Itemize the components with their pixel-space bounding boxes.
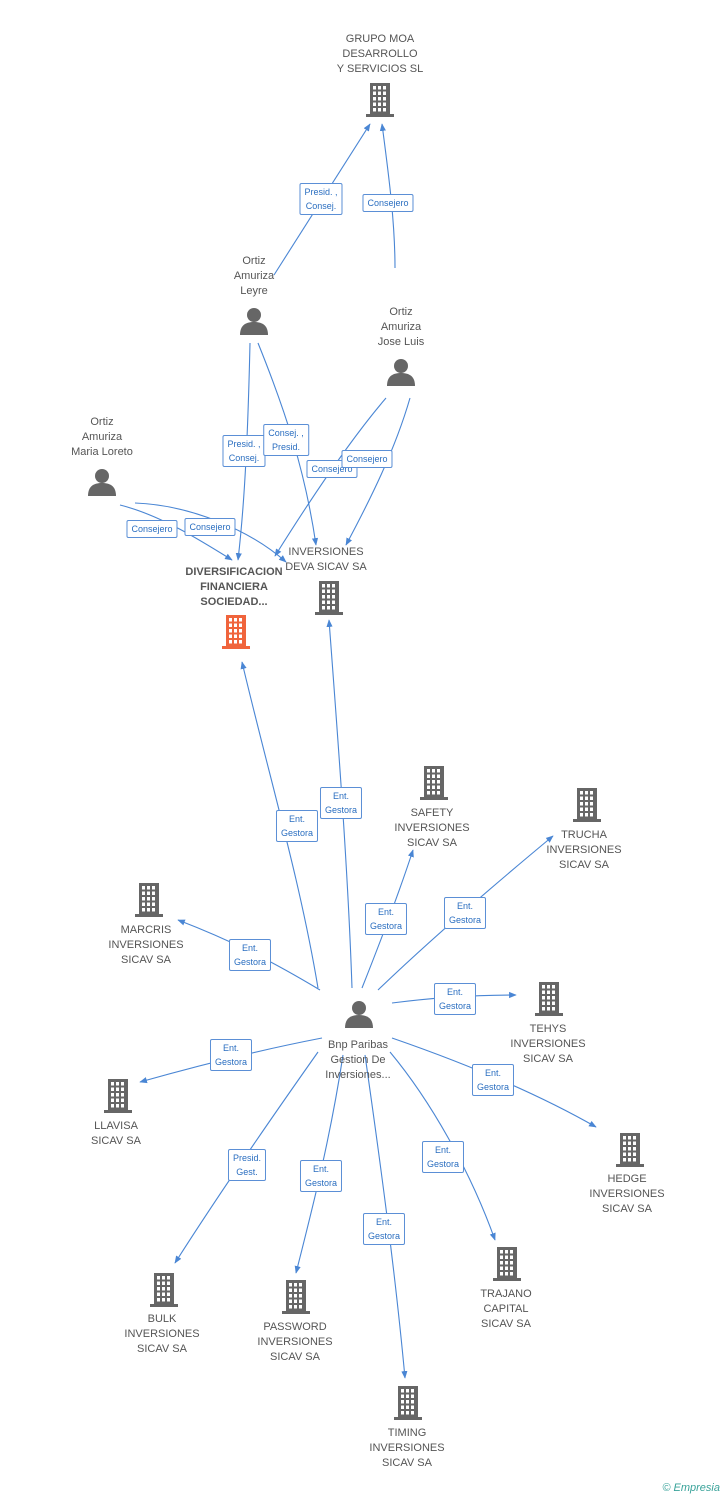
node-label-password[interactable]: PASSWORD INVERSIONES SICAV SA (257, 1321, 333, 1363)
building-icon (222, 615, 250, 649)
edge-label-bnp-tehys[interactable]: Ent. Gestora (433, 983, 477, 1015)
building-icon (420, 766, 448, 800)
building-icon (535, 982, 563, 1016)
node-hedge[interactable] (614, 1133, 646, 1172)
node-label-diversificacion[interactable]: DIVERSIFICACION FINANCIERA SOCIEDAD... (185, 566, 283, 608)
copyright-symbol: © (662, 1482, 671, 1494)
edge-label-leyre-grupo[interactable]: Presid. , Consej. (299, 183, 343, 215)
edge-label-loreto-deva[interactable]: Consejero (184, 518, 236, 536)
node-trucha[interactable] (571, 788, 603, 827)
node-label-llavisa[interactable]: LLAVISA SICAV SA (91, 1120, 141, 1147)
node-label-safety[interactable]: SAFETY INVERSIONES SICAV SA (394, 807, 470, 849)
building-icon (573, 788, 601, 822)
node-label-loreto[interactable]: Ortiz Amuriza Maria Loreto (71, 416, 133, 458)
node-label-trucha[interactable]: TRUCHA INVERSIONES SICAV SA (546, 829, 622, 871)
edge-label-loreto-diversificacion[interactable]: Consejero (126, 520, 178, 538)
edge-label-bnp-bulk[interactable]: Presid. Gest. (227, 1149, 267, 1181)
node-timing[interactable] (392, 1386, 424, 1425)
edge-label-bnp-marcris[interactable]: Ent. Gestora (228, 939, 272, 971)
building-icon (104, 1079, 132, 1113)
edge-label-joseluis-deva[interactable]: Consejero (341, 450, 393, 468)
edge-label-bnp-deva[interactable]: Ent. Gestora (319, 787, 363, 819)
node-label-bulk[interactable]: BULK INVERSIONES SICAV SA (124, 1313, 200, 1355)
node-label-timing[interactable]: TIMING INVERSIONES SICAV SA (369, 1427, 445, 1469)
node-joseluis[interactable] (386, 358, 416, 391)
edge-label-bnp-timing[interactable]: Ent. Gestora (362, 1213, 406, 1245)
node-label-grupo[interactable]: GRUPO MOA DESARROLLO Y SERVICIOS SL (336, 33, 424, 75)
edge-label-bnp-llavisa[interactable]: Ent. Gestora (209, 1039, 253, 1071)
node-safety[interactable] (418, 766, 450, 805)
building-icon (493, 1247, 521, 1281)
edge-label-bnp-password[interactable]: Ent. Gestora (299, 1160, 343, 1192)
node-label-deva[interactable]: INVERSIONES DEVA SICAV SA (285, 546, 367, 573)
node-leyre[interactable] (239, 307, 269, 340)
node-bulk[interactable] (148, 1273, 180, 1312)
person-icon (345, 1001, 373, 1028)
edge-label-bnp-trucha[interactable]: Ent. Gestora (443, 897, 487, 929)
edge-label-leyre-diversificacion[interactable]: Presid. , Consej. (222, 435, 266, 467)
edge-joseluis-deva (345, 397, 411, 546)
edge-label-bnp-trajano[interactable]: Ent. Gestora (421, 1141, 465, 1173)
node-loreto[interactable] (87, 468, 117, 501)
edge-label-joseluis-grupo[interactable]: Consejero (362, 194, 414, 212)
building-icon (315, 581, 343, 615)
edge-bnp-trajano (389, 1051, 496, 1241)
node-deva[interactable] (313, 581, 345, 620)
building-icon (616, 1133, 644, 1167)
node-label-trajano[interactable]: TRAJANO CAPITAL SICAV SA (480, 1288, 532, 1330)
edge-loreto-diversificacion (119, 504, 233, 561)
node-password[interactable] (280, 1280, 312, 1319)
building-icon (394, 1386, 422, 1420)
node-tehys[interactable] (533, 982, 565, 1021)
building-icon (282, 1280, 310, 1314)
edge-label-bnp-hedge[interactable]: Ent. Gestora (471, 1064, 515, 1096)
person-icon (88, 469, 116, 496)
person-icon (240, 308, 268, 335)
node-marcris[interactable] (133, 883, 165, 922)
building-icon (150, 1273, 178, 1307)
node-llavisa[interactable] (102, 1079, 134, 1118)
node-label-joseluis[interactable]: Ortiz Amuriza Jose Luis (377, 306, 425, 348)
node-label-bnp[interactable]: Bnp Paribas Gestion De Inversiones... (325, 1039, 391, 1081)
building-icon (135, 883, 163, 917)
node-bnp[interactable] (344, 1000, 374, 1033)
person-icon (387, 359, 415, 386)
node-label-marcris[interactable]: MARCRIS INVERSIONES SICAV SA (108, 924, 184, 966)
node-grupo[interactable] (364, 83, 396, 122)
node-trajano[interactable] (491, 1247, 523, 1286)
edge-label-leyre-deva[interactable]: Consej. , Presid. (263, 424, 309, 456)
node-diversificacion[interactable] (220, 615, 252, 654)
node-label-tehys[interactable]: TEHYS INVERSIONES SICAV SA (510, 1023, 586, 1065)
building-icon (366, 83, 394, 117)
node-label-hedge[interactable]: HEDGE INVERSIONES SICAV SA (589, 1173, 665, 1215)
edge-label-bnp-diversificacion[interactable]: Ent. Gestora (275, 810, 319, 842)
node-label-leyre[interactable]: Ortiz Amuriza Leyre (233, 255, 275, 297)
brand-name: Empresia (673, 1482, 720, 1494)
footer-brand[interactable]: © Empresia (662, 1482, 720, 1494)
edge-label-bnp-safety[interactable]: Ent. Gestora (364, 903, 408, 935)
